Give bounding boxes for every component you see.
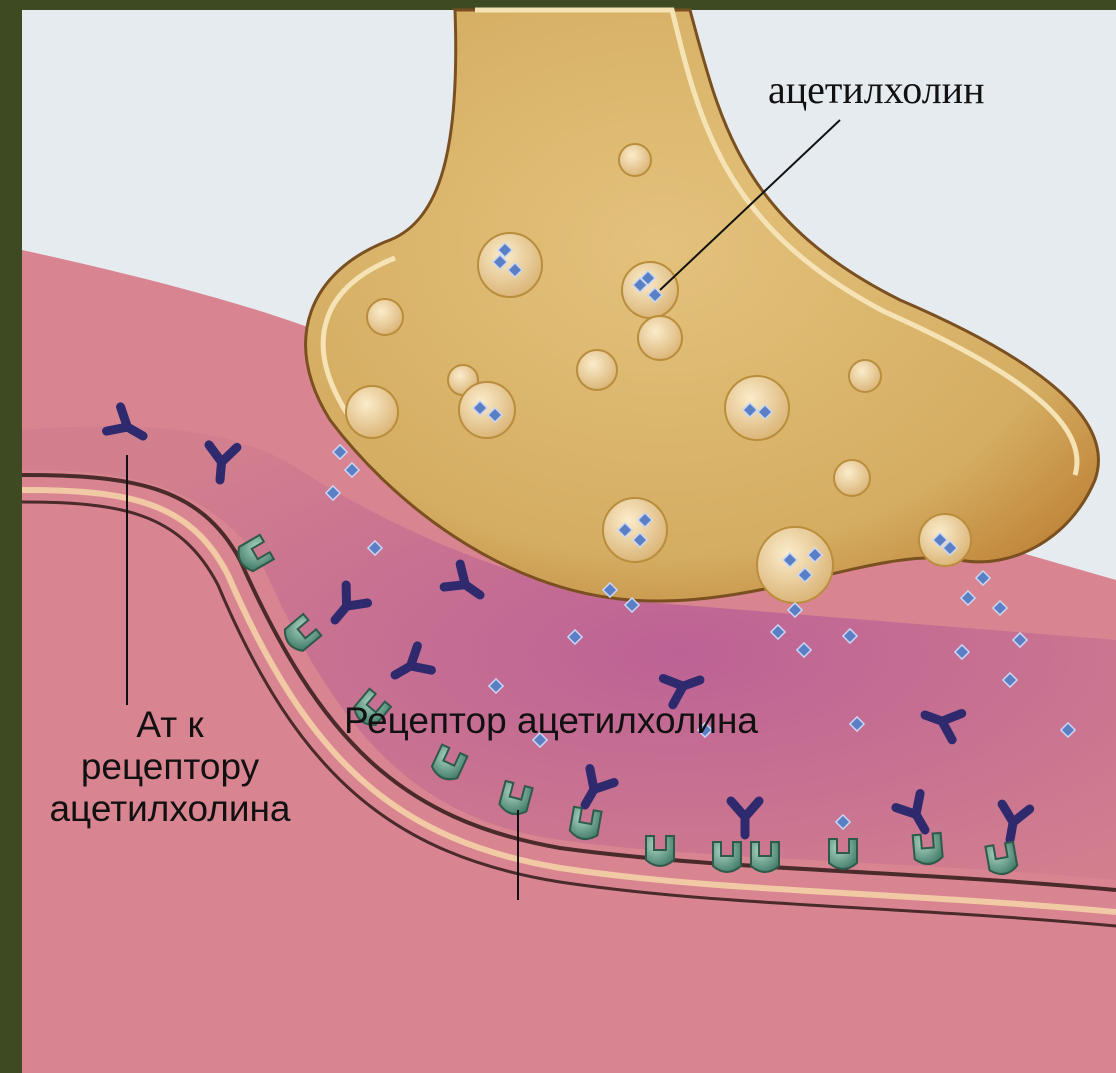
acetylcholine-label: ацетилхолин [768,66,984,113]
antibody-to-receptor-label: Ат к рецептору ацетилхолина [0,704,340,830]
receptor-label: Рецептор ацетилхолина [344,700,758,742]
antibody-label-line3: ацетилхолина [0,788,340,830]
antibody-label-line1: Ат к [0,704,340,746]
antibody-label-line2: рецептору [0,746,340,788]
